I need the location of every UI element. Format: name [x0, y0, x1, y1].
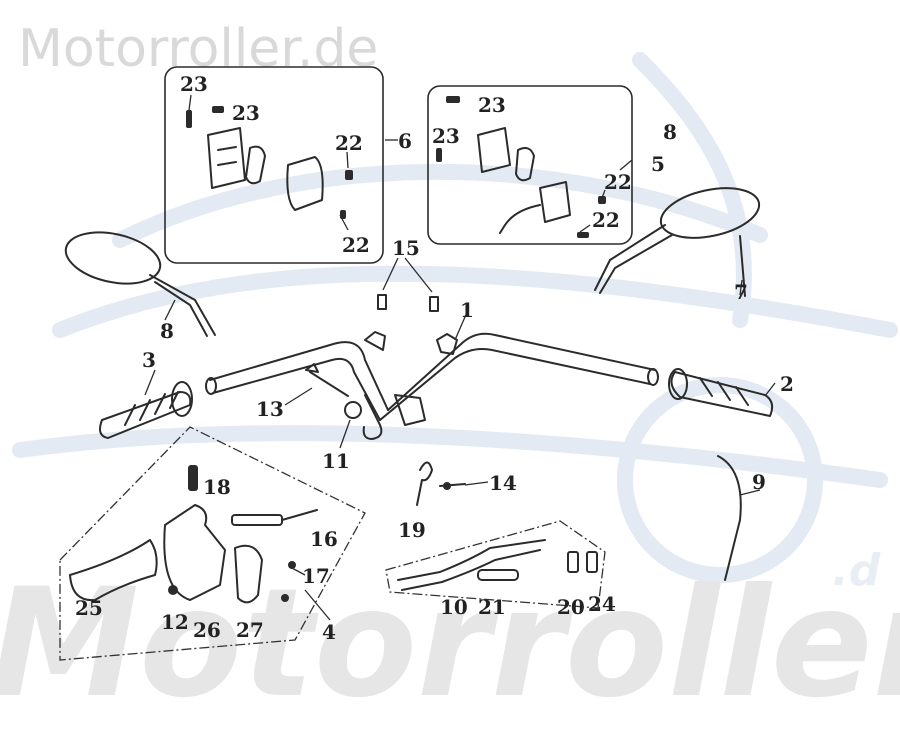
leader-lines: [144, 94, 776, 621]
label-22-c: 22: [604, 170, 632, 194]
label-4: 4: [322, 620, 336, 644]
label-22-b: 22: [342, 233, 370, 257]
label-22-d: 22: [592, 208, 620, 232]
right-switch-parts: [436, 96, 606, 238]
left-switch-frame: [164, 66, 384, 264]
label-27: 27: [236, 618, 264, 642]
label-22-a: 22: [335, 131, 363, 155]
label-20: 20: [557, 595, 585, 619]
left-grip: [99, 381, 193, 439]
brake-lever-parts: [397, 539, 598, 591]
left-switch-parts: [186, 106, 353, 219]
label-24: 24: [588, 592, 616, 616]
label-11: 11: [322, 449, 350, 473]
cable: [717, 455, 742, 581]
small-hardware: [305, 294, 439, 440]
left-mirror: [64, 231, 216, 337]
label-14: 14: [489, 471, 517, 495]
right-mirror: [594, 187, 761, 297]
right-switch-frame: [427, 85, 633, 245]
watermark-top: Motorroller.de: [18, 19, 378, 79]
label-10: 10: [440, 595, 468, 619]
label-8-left: 8: [160, 319, 174, 343]
part-labels: 23 23 6 22 22 23 23 8 5 22 22 15 1 8 7 3…: [75, 72, 794, 644]
label-6: 6: [398, 129, 412, 153]
label-18: 18: [203, 475, 231, 499]
label-21: 21: [478, 595, 506, 619]
label-15: 15: [392, 236, 420, 260]
label-8-box: 8: [663, 120, 677, 144]
label-23-c: 23: [478, 93, 506, 117]
label-26: 26: [193, 618, 221, 642]
label-23-d: 23: [432, 124, 460, 148]
label-17: 17: [302, 564, 330, 588]
label-25: 25: [75, 596, 103, 620]
left-lever-assembly: [69, 465, 318, 604]
label-5: 5: [651, 152, 665, 176]
label-19: 19: [398, 518, 426, 542]
label-2: 2: [780, 372, 794, 396]
left-lever-frame: [59, 426, 366, 661]
label-9: 9: [752, 470, 766, 494]
label-3: 3: [142, 348, 156, 372]
label-12: 12: [161, 610, 189, 634]
right-grip: [668, 368, 774, 417]
brake-lever-frame: [385, 520, 606, 609]
handlebar: [205, 331, 659, 426]
clip-and-screw: [416, 461, 466, 506]
label-23-b: 23: [232, 101, 260, 125]
label-23-a: 23: [180, 72, 208, 96]
watermark-bottom: Motorroller: [0, 557, 900, 731]
label-7: 7: [734, 280, 748, 304]
label-16: 16: [310, 527, 338, 551]
watermark-corner: .d: [832, 545, 881, 596]
label-1: 1: [460, 298, 474, 322]
label-13: 13: [256, 397, 284, 421]
